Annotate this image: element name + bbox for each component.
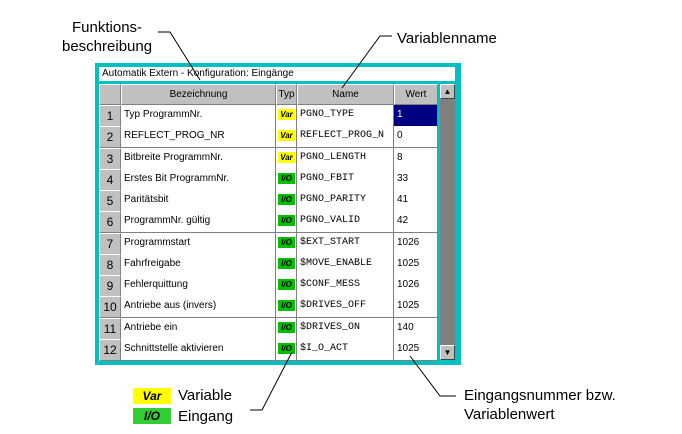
legend-var-label: Variable xyxy=(178,387,232,404)
header-name[interactable]: Name xyxy=(297,84,394,105)
leader-legend xyxy=(250,351,293,411)
cell-wert-text: 1 xyxy=(397,109,403,120)
cell-bezeichnung-text: Erstes Bit ProgrammNr. xyxy=(124,172,230,184)
var-type-icon: Var xyxy=(278,130,295,142)
row-number-text: 5 xyxy=(106,194,114,208)
header-row-number xyxy=(99,84,121,105)
triangle-up-icon: ▲ xyxy=(443,87,452,96)
row-number-text: 10 xyxy=(103,300,117,315)
cell-bezeichnung-text: Typ ProgrammNr. xyxy=(124,109,203,120)
cell-bezeichnung-text: Schnittstelle aktivieren xyxy=(124,342,224,354)
triangle-down-icon: ▼ xyxy=(443,348,452,357)
scroll-down-button[interactable]: ▼ xyxy=(440,345,455,360)
cell-wert-text: 1026 xyxy=(397,279,420,290)
row-number-text: 9 xyxy=(106,279,114,293)
leader-variablenname xyxy=(341,35,392,89)
header-wert[interactable]: Wert xyxy=(394,84,438,105)
config-window: Automatik Extern - Konfiguration: Eingän… xyxy=(95,63,461,365)
cell-wert-text: 8 xyxy=(397,151,403,163)
cell-wert-text: 1025 xyxy=(397,300,420,312)
window-title: Automatik Extern - Konfiguration: Eingän… xyxy=(99,67,455,81)
inputs-table: Bezeichnung Typ Name Wert 1 Typ ProgrammN… xyxy=(99,84,438,361)
cell-wert-text: 33 xyxy=(397,172,409,184)
cell-name-text: $MOVE_ENABLE xyxy=(300,257,373,269)
cell-wert[interactable]: 1025 xyxy=(394,338,438,361)
cell-name-text: $EXT_START xyxy=(300,236,361,248)
cell-name-text: $I_O_ACT xyxy=(300,342,349,354)
row-number-text: 3 xyxy=(106,151,114,166)
row-number-text: 12 xyxy=(103,342,117,357)
cell-name[interactable]: $I_O_ACT xyxy=(297,338,394,361)
row-number-text: 1 xyxy=(106,109,114,123)
cell-bezeichnung-text: ProgrammNr. gültig xyxy=(124,215,211,227)
legend-var-badge: Var xyxy=(133,388,171,404)
io-type-icon: I/O xyxy=(278,236,295,248)
callout-funktionsbeschreibung: Funktions- beschreibung xyxy=(62,19,153,55)
row-number-text: 8 xyxy=(106,257,114,272)
cell-bezeichnung-text: Programmstart xyxy=(124,236,191,248)
cell-name-text: $DRIVES_ON xyxy=(300,321,361,333)
io-type-icon: I/O xyxy=(278,300,295,312)
legend-io-badge: I/O xyxy=(133,408,171,424)
row-number-text: 6 xyxy=(106,215,114,230)
row-number-text: 7 xyxy=(106,236,114,251)
cell-bezeichnung-text: Antriebe aus (invers) xyxy=(124,300,217,312)
cell-bezeichnung-text: Bitbreite ProgrammNr. xyxy=(124,151,223,163)
row-number[interactable]: 11 xyxy=(99,317,121,340)
cell-bezeichnung-text: Paritätsbit xyxy=(124,194,169,205)
row-number[interactable]: 12 xyxy=(99,338,121,361)
cell-wert-text: 41 xyxy=(397,194,409,205)
callout-eingangsnummer: Eingangsnummer bzw. Variablenwert xyxy=(464,387,616,423)
cell-name-text: $DRIVES_OFF xyxy=(300,300,367,312)
scrollbar-track[interactable] xyxy=(440,99,455,345)
cell-bezeichnung-text: Fehlerquittung xyxy=(124,279,188,290)
vertical-scrollbar[interactable]: ▲ ▼ xyxy=(440,84,455,360)
callout-variablenname: Variablenname xyxy=(397,30,497,47)
cell-name-text: PGNO_TYPE xyxy=(300,109,355,120)
row-number-text: 2 xyxy=(106,130,114,145)
row-number-text: 11 xyxy=(103,321,117,336)
cell-name-text: $CONF_MESS xyxy=(300,279,361,290)
cell-name-text: PGNO_PARITY xyxy=(300,194,367,205)
header-bezeichnung[interactable]: Bezeichnung xyxy=(121,84,276,105)
cell-name-text: PGNO_LENGTH xyxy=(300,151,367,163)
io-type-icon: I/O xyxy=(278,279,295,290)
cell-bezeichnung[interactable]: Schnittstelle aktivieren xyxy=(121,338,276,361)
cell-wert-text: 1026 xyxy=(397,236,420,248)
var-type-icon: Var xyxy=(278,109,295,120)
var-type-icon: Var xyxy=(278,151,295,163)
cell-wert-text: 0 xyxy=(397,130,403,142)
cell-name-text: REFLECT_PROG_N xyxy=(300,130,385,142)
leader-funktionsbeschreibung xyxy=(158,31,201,81)
cell-wert-text: 140 xyxy=(397,321,414,333)
io-type-icon: I/O xyxy=(278,257,295,269)
cell-wert-text: 1025 xyxy=(397,257,420,269)
cell-name-text: PGNO_VALID xyxy=(300,215,361,227)
leader-eingangsnummer xyxy=(409,355,456,397)
cell-bezeichnung-text: Fahrfreigabe xyxy=(124,257,181,269)
row-number[interactable]: 10 xyxy=(99,296,121,319)
scroll-up-button[interactable]: ▲ xyxy=(440,84,455,99)
io-type-icon: I/O xyxy=(278,172,295,184)
io-type-icon: I/O xyxy=(278,321,295,333)
io-type-icon: I/O xyxy=(278,215,295,227)
cell-bezeichnung-text: REFLECT_PROG_NR xyxy=(124,130,225,142)
legend-io-label: Eingang xyxy=(178,408,234,425)
header-typ[interactable]: Typ xyxy=(276,84,297,105)
row-number-text: 4 xyxy=(106,172,114,187)
io-type-icon: I/O xyxy=(278,194,295,205)
cell-name-text: PGNO_FBIT xyxy=(300,172,355,184)
cell-bezeichnung-text: Antriebe ein xyxy=(124,321,178,333)
cell-wert-text: 42 xyxy=(397,215,409,227)
cell-typ[interactable]: I/O xyxy=(276,338,297,361)
cell-wert-text: 1025 xyxy=(397,342,420,354)
io-type-icon: I/O xyxy=(278,342,295,354)
